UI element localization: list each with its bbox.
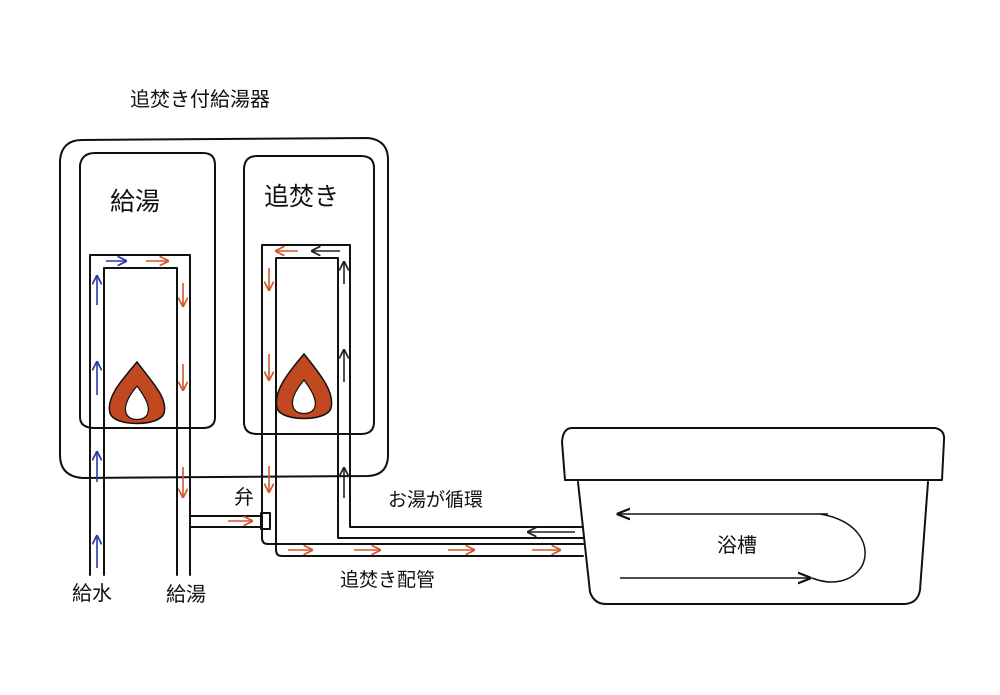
- bathtub-rim: [561, 427, 946, 481]
- water-supply-label: 給水: [72, 581, 112, 605]
- heater-title: 追焚き付給湯器: [130, 87, 270, 111]
- hot-water-out-label: 給湯: [166, 582, 206, 606]
- reheat-pipe-inner: [275, 257, 584, 557]
- tub-circulation: [618, 513, 866, 583]
- valve-label: 弁: [234, 485, 254, 509]
- reheat-unit-label: 追焚き: [264, 182, 340, 211]
- reheat-chamber: [243, 155, 375, 435]
- cold-water-arrows: [97, 261, 126, 568]
- reheat-piping-label: 追焚き配管: [340, 569, 436, 591]
- reheat-pipe-outer: [261, 244, 584, 545]
- hot-water-arrows: [146, 261, 252, 521]
- bathtub-label: 浴槽: [717, 533, 757, 557]
- bathtub-body: [577, 481, 929, 605]
- hot-water-unit-label: 給湯: [110, 187, 161, 216]
- flame-icon: [275, 352, 333, 420]
- supply-pipe-outer: [89, 254, 191, 576]
- flame-icon: [108, 360, 166, 425]
- circulation-label: お湯が循環: [388, 489, 484, 511]
- arrow-icon: [811, 513, 866, 583]
- reheat-arrows: [269, 251, 575, 550]
- valve-branch-pipe: [189, 515, 263, 528]
- heater-casing: [59, 137, 389, 479]
- hot-water-chamber: [79, 152, 216, 429]
- supply-pipe-inner: [103, 267, 178, 576]
